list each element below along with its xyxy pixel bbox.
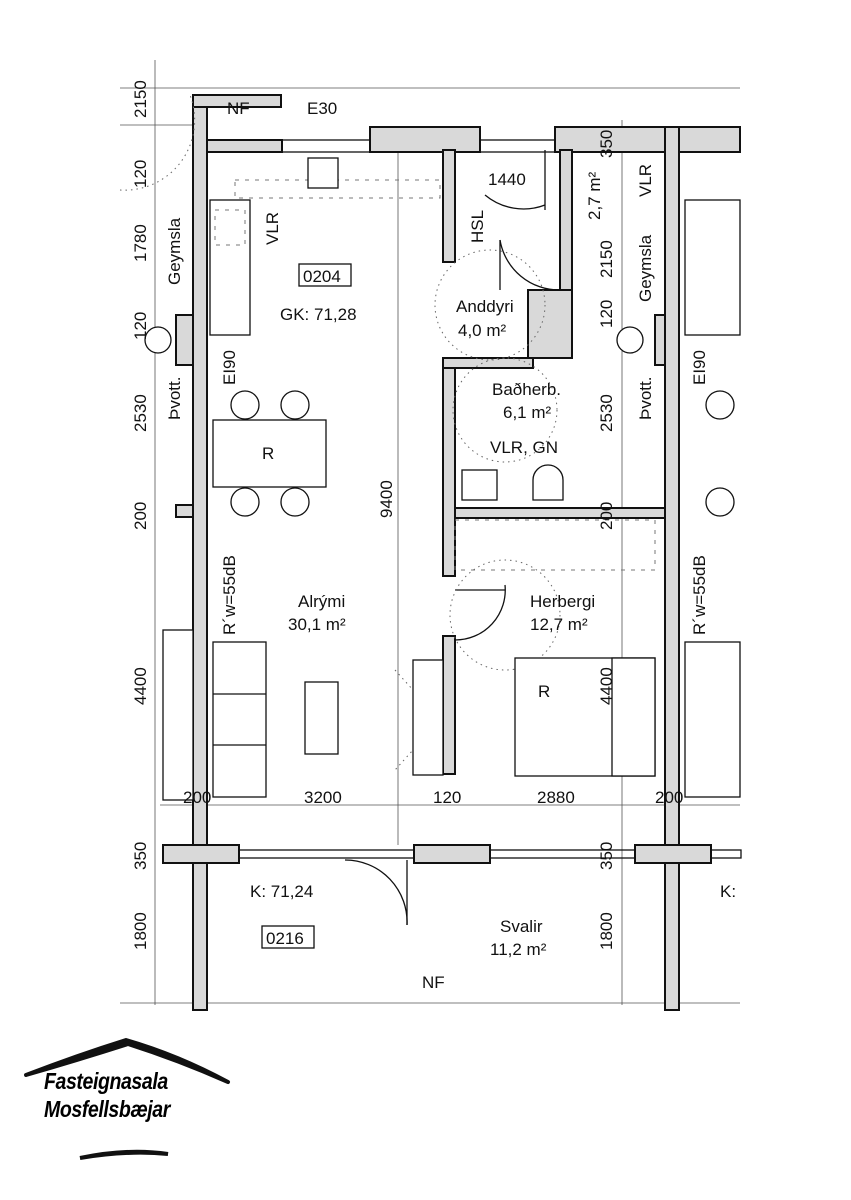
dim-right: 1800 xyxy=(597,912,616,950)
dimension-lines xyxy=(120,60,740,1005)
label-rw-right: R´w=55dB xyxy=(690,555,709,635)
dim-right: 200 xyxy=(597,502,616,530)
label-ei90-right: EI90 xyxy=(690,350,709,385)
label-vlr-left: VLR xyxy=(263,212,282,245)
dim-right: 2150 xyxy=(597,240,616,278)
dim-9400: 9400 xyxy=(377,480,396,518)
label-badherb-note: VLR, GN xyxy=(490,438,558,457)
label-alrymi-area: 30,1 m² xyxy=(288,615,346,634)
balcony-id: 0216 xyxy=(266,929,304,948)
dim-left: 200 xyxy=(131,502,150,530)
dim-left: 120 xyxy=(131,160,150,188)
roof-icon xyxy=(24,1038,230,1160)
label-alrymi: Alrými xyxy=(298,592,345,611)
kitchen xyxy=(209,157,741,571)
logo-line1: Fasteignasala xyxy=(44,1068,168,1094)
labels: NF E30 2150 350 0204 GK: 71,28 VLR Geyms… xyxy=(131,80,736,992)
label-r-table: R xyxy=(262,444,274,463)
label-anddyri: Anddyri xyxy=(456,297,514,316)
label-herbergi: Herbergi xyxy=(530,592,595,611)
label-vlr-right: VLR xyxy=(636,164,655,197)
dim-left: 4400 xyxy=(131,667,150,705)
dim-right: 2530 xyxy=(597,394,616,432)
dim-left: 350 xyxy=(131,842,150,870)
label-geymsla-area: 2,7 m² xyxy=(585,171,604,220)
label-nf-top: NF xyxy=(227,99,250,118)
label-ei90-left: EI90 xyxy=(220,350,239,385)
label-nf-bottom: NF xyxy=(422,973,445,992)
walls xyxy=(162,94,741,1011)
label-svalir: Svalir xyxy=(500,917,543,936)
windows xyxy=(238,139,742,859)
label-geymsla-right: Geymsla xyxy=(636,234,655,302)
label-k-level: K: 71,24 xyxy=(250,882,313,901)
label-hsl: HSL xyxy=(468,210,487,243)
label-badherb-area: 6,1 m² xyxy=(503,403,552,422)
label-thvott-left: Þvott. xyxy=(165,377,184,420)
logo-line2: Mosfellsbæjar xyxy=(44,1096,170,1122)
unit-gk: GK: 71,28 xyxy=(280,305,357,324)
dim-2150-top: 2150 xyxy=(131,80,150,118)
dim-right: 120 xyxy=(597,300,616,328)
dim-left: 1800 xyxy=(131,912,150,950)
dim-bottom: 120 xyxy=(433,788,461,807)
dim-bottom: 200 xyxy=(655,788,683,807)
label-thvott-right: Þvott. xyxy=(636,377,655,420)
dim-left: 2530 xyxy=(131,394,150,432)
unit-id: 0204 xyxy=(303,267,341,286)
label-badherb: Baðherb. xyxy=(492,380,561,399)
dim-1440: 1440 xyxy=(488,170,526,189)
furniture xyxy=(144,326,741,801)
label-herbergi-area: 12,7 m² xyxy=(530,615,588,634)
dim-right: 4400 xyxy=(597,667,616,705)
company-logo: Fasteignasala Mosfellsbæjar xyxy=(18,1030,238,1160)
label-svalir-area: 11,2 m² xyxy=(490,940,547,959)
dim-left: 1780 xyxy=(131,224,150,262)
label-anddyri-area: 4,0 m² xyxy=(458,321,507,340)
label-rw-left: R´w=55dB xyxy=(220,555,239,635)
dim-bottom: 200 xyxy=(183,788,211,807)
dim-350-top: 350 xyxy=(597,130,616,158)
label-geymsla-left: Geymsla xyxy=(165,217,184,285)
dim-bottom: 3200 xyxy=(304,788,342,807)
dim-right: 350 xyxy=(597,842,616,870)
dim-left: 120 xyxy=(131,312,150,340)
label-k-right: K: xyxy=(720,882,736,901)
dim-bottom: 2880 xyxy=(537,788,575,807)
label-r-bed: R xyxy=(538,682,550,701)
label-e30: E30 xyxy=(307,99,337,118)
